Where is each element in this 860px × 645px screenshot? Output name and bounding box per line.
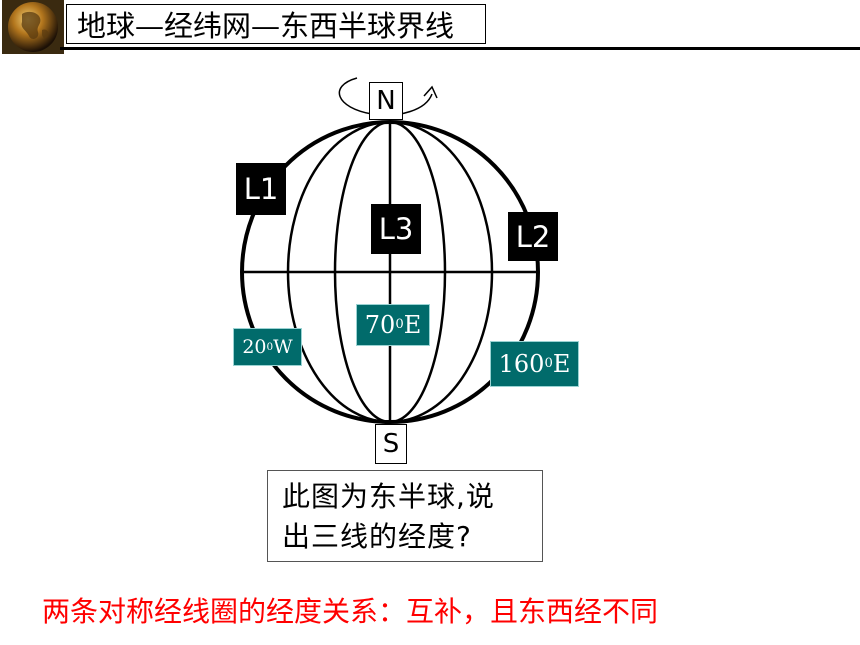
- line-label-l3: L3: [371, 204, 421, 254]
- south-pole-label: S: [375, 424, 407, 464]
- conclusion-text: 两条对称经线圈的经度关系：互补，且东西经不同: [42, 595, 659, 628]
- line-label-l2: L2: [508, 212, 558, 261]
- north-pole-label: N: [369, 82, 403, 120]
- globe-logo-icon: [2, 0, 64, 54]
- longitude-value: 20: [242, 336, 267, 358]
- longitude-direction: W: [273, 336, 293, 358]
- longitude-direction: E: [403, 311, 422, 339]
- globe-outline: [240, 120, 540, 424]
- question-line-1: 此图为东半球,说: [282, 480, 495, 513]
- longitude-direction: E: [552, 350, 571, 378]
- question-box: 此图为东半球,说 出三线的经度?: [267, 470, 543, 562]
- page-title: 地球—经纬网—东西半球界线: [66, 4, 486, 44]
- longitude-value: 70: [364, 311, 396, 339]
- rotation-arrowhead-icon: [423, 85, 438, 99]
- question-line-2: 出三线的经度?: [282, 520, 472, 553]
- title-underline-divider: [60, 47, 860, 50]
- line-label-l1: L1: [236, 163, 286, 215]
- longitude-value: 160: [498, 350, 545, 378]
